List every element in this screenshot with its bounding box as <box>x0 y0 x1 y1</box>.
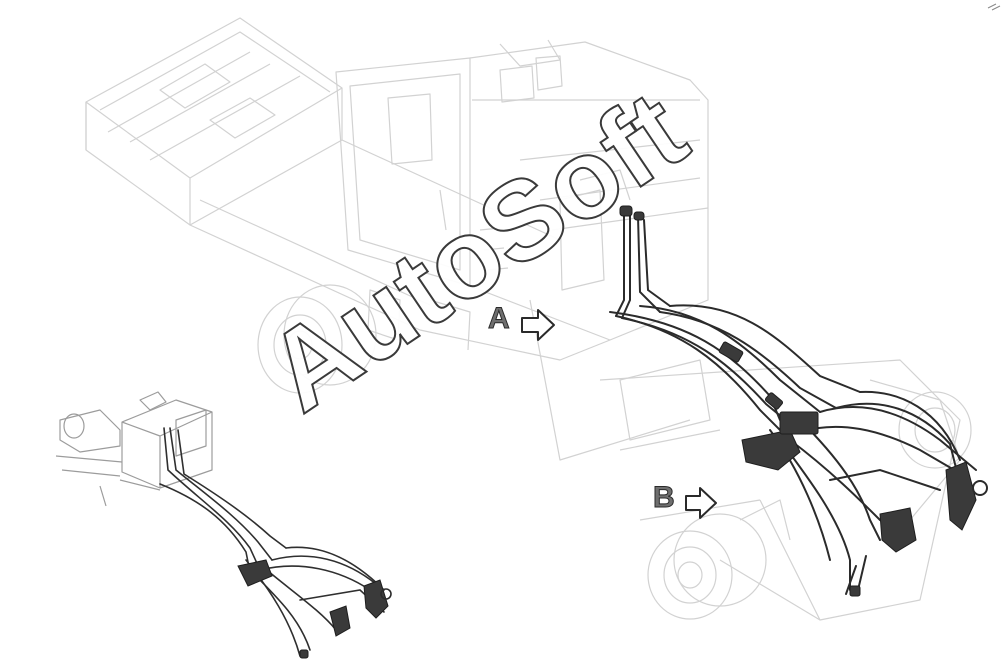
hose-fittings-main <box>619 205 988 597</box>
hose-bundle-main <box>609 211 977 595</box>
machine-frame-ghost <box>85 17 972 621</box>
hose-bundle-inset <box>159 427 385 657</box>
callout-arrow-a <box>521 309 555 341</box>
corner-mark <box>987 3 1001 11</box>
hose-fittings-inset <box>237 559 392 659</box>
callout-label-b: B <box>653 481 676 514</box>
pump-block-inset <box>55 391 213 507</box>
callout-arrow-b <box>685 487 717 519</box>
callout-label-a: A <box>488 302 511 335</box>
